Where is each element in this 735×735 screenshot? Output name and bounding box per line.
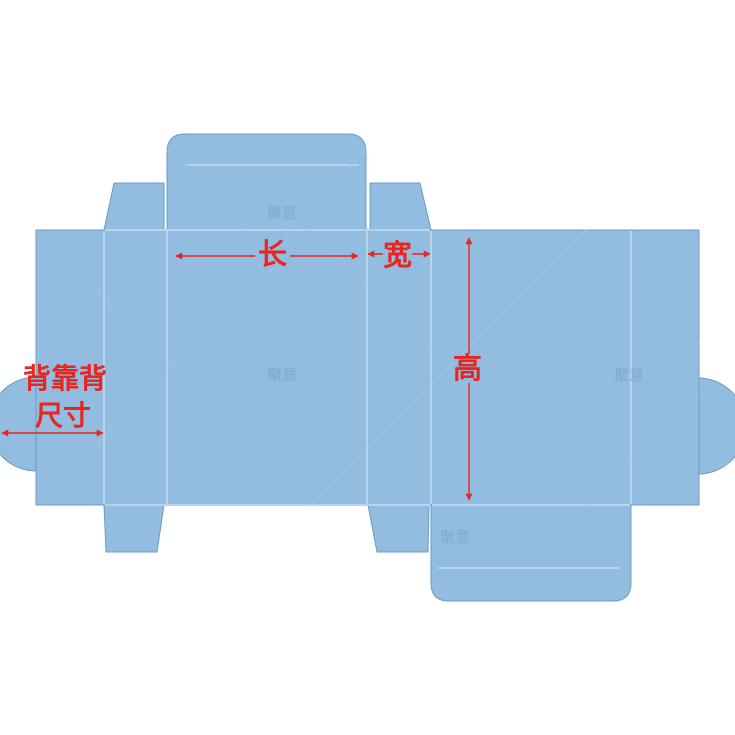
watermark-text: 聚意 <box>614 366 645 384</box>
watermark-text: 聚意 <box>440 528 471 546</box>
back-to-back-label-line1: 背靠背 <box>23 362 108 395</box>
watermark-diagonals <box>35 149 700 506</box>
top-right-dust-flap <box>369 182 432 231</box>
watermark-text: 聚意 <box>267 366 298 384</box>
right-round-tab <box>697 377 735 475</box>
top-lid-flap <box>166 133 367 231</box>
back-to-back-label-line2: 尺寸 <box>35 399 92 432</box>
bottom-left-dust-flap <box>103 504 165 553</box>
bottom-lid-flap <box>430 504 632 602</box>
left-round-tab <box>0 376 37 472</box>
top-left-dust-flap <box>103 182 165 231</box>
width-label: 宽 <box>383 238 413 272</box>
bottom-right-dust-flap <box>367 504 430 553</box>
dieline-panels <box>0 133 735 602</box>
length-label: 长 <box>255 240 291 269</box>
watermark-text: 聚意 <box>267 204 298 222</box>
height-label: 高 <box>453 351 483 385</box>
crease-lines <box>103 164 632 569</box>
